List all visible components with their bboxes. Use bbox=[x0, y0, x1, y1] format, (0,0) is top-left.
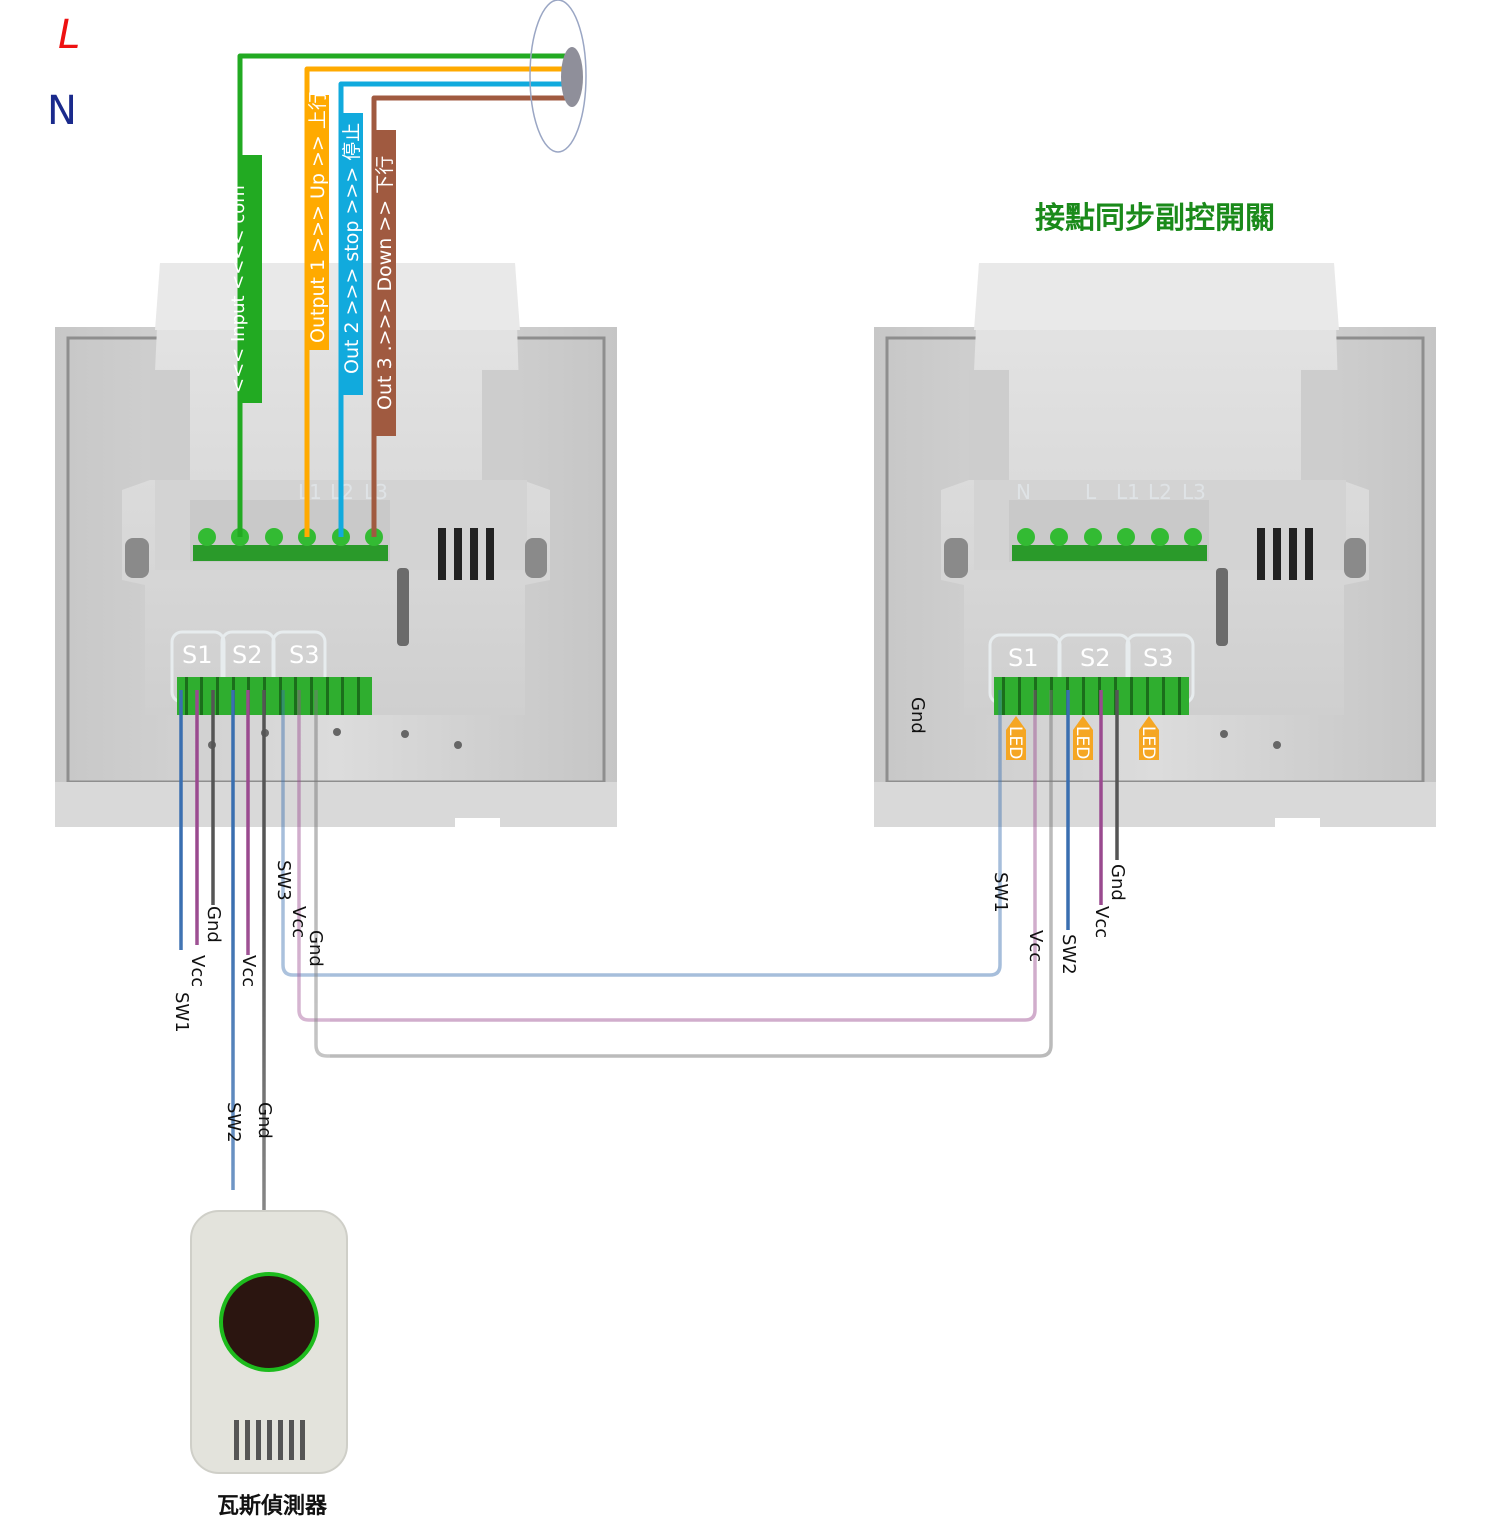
led-tag-3: LED bbox=[1138, 716, 1159, 760]
sub-label-vcc1: Vcc bbox=[1025, 930, 1046, 962]
sub-group-s2: S2 bbox=[1080, 644, 1111, 672]
sub-terminal-l: L bbox=[1085, 480, 1097, 504]
main-label-sw3: SW3 bbox=[273, 860, 294, 901]
gas-detector bbox=[190, 1210, 348, 1474]
sub-label-sw1: SW1 bbox=[990, 872, 1011, 913]
sub-terminal-n: N bbox=[1016, 480, 1031, 504]
neutral-label: N bbox=[47, 88, 77, 134]
motor-terminal bbox=[529, 0, 587, 153]
sub-terminal-block bbox=[1017, 528, 1202, 546]
sub-terminal-l3: L3 bbox=[1182, 480, 1206, 504]
svg-text:LED: LED bbox=[1072, 726, 1092, 759]
sub-group-s3: S3 bbox=[1143, 644, 1174, 672]
main-label-vcc3: Vcc bbox=[288, 906, 309, 938]
svg-text:Out 2 >>> stop >>> 停止: Out 2 >>> stop >>> 停止 bbox=[341, 123, 363, 374]
svg-text:LED: LED bbox=[1138, 726, 1158, 759]
detector-sensor bbox=[219, 1272, 319, 1372]
sub-terminal-l2: L2 bbox=[1148, 480, 1172, 504]
main-label-gnd2: Gnd bbox=[254, 1102, 275, 1139]
led-tag-1: LED bbox=[1005, 716, 1026, 760]
main-label-sw1: SW1 bbox=[171, 992, 192, 1033]
tag-out2: Out 2 >>> stop >>> 停止 bbox=[339, 113, 363, 395]
sub-switch-title: 接點同步副控開關 bbox=[1035, 201, 1275, 236]
mains-wiring bbox=[95, 33, 576, 537]
detector-label: 瓦斯偵測器 bbox=[217, 1493, 328, 1519]
main-pin-header bbox=[177, 677, 372, 715]
main-terminal-l1: L1 bbox=[298, 480, 322, 504]
main-label-gnd1: Gnd bbox=[203, 906, 224, 943]
main-group-s3: S3 bbox=[289, 641, 320, 669]
tag-out3: Out 3 .>>> Down >> 下行 bbox=[372, 130, 396, 436]
sub-label-vcc2: Vcc bbox=[1091, 906, 1112, 938]
main-label-vcc1: Vcc bbox=[187, 955, 208, 987]
main-label-sw2: SW2 bbox=[223, 1102, 244, 1143]
sub-gnd-label: Gnd bbox=[907, 697, 928, 734]
svg-text:<<< Input <<<< com: <<< Input <<<< com bbox=[228, 185, 249, 393]
sub-label-sw2: SW2 bbox=[1058, 934, 1079, 975]
tag-out1: Output 1 >>> Up >> 上行 bbox=[305, 91, 329, 350]
sub-switch: 接點同步副控開關 N L L1 L2 L3 bbox=[874, 201, 1436, 830]
sub-pin-header bbox=[994, 677, 1189, 715]
sub-group-s1: S1 bbox=[1008, 644, 1039, 672]
main-label-gnd3: Gnd bbox=[305, 930, 326, 967]
tag-com: <<< Input <<<< com bbox=[228, 155, 262, 403]
main-label-vcc2: Vcc bbox=[238, 955, 259, 987]
sub-terminal-l1: L1 bbox=[1116, 480, 1140, 504]
live-label: L bbox=[58, 12, 80, 58]
led-tag-2: LED bbox=[1072, 716, 1093, 760]
sub-label-gnd: Gnd bbox=[1107, 864, 1128, 901]
main-group-s2: S2 bbox=[232, 641, 263, 669]
main-switch: L1 L2 L3 S1 S2 S3 bbox=[55, 263, 617, 830]
svg-text:Out 3 .>>> Down >> 下行: Out 3 .>>> Down >> 下行 bbox=[374, 156, 396, 410]
main-group-s1: S1 bbox=[182, 641, 213, 669]
svg-text:Output 1 >>> Up >> 上行: Output 1 >>> Up >> 上行 bbox=[307, 91, 329, 343]
svg-text:LED: LED bbox=[1005, 726, 1025, 759]
